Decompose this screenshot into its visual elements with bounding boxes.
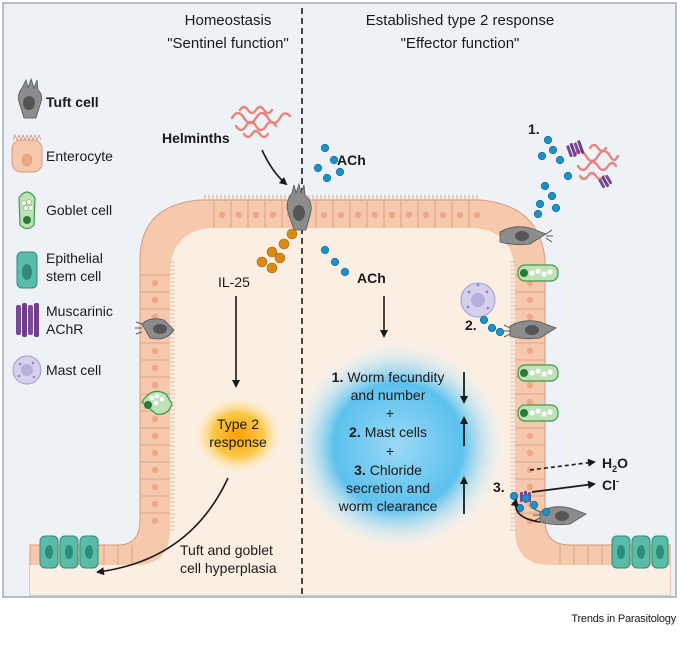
legend-mast-label: Mast cell <box>46 362 101 378</box>
helminth-arrow <box>261 149 288 186</box>
il25-molecules <box>256 228 298 274</box>
epithelial-stem-cell-icon <box>16 251 38 289</box>
goblet-cell-icon <box>18 191 36 230</box>
plus-2: + <box>386 443 394 459</box>
h2o-o: O <box>617 455 628 471</box>
step-1-label: 1. <box>528 121 540 137</box>
step-3-curve-arrow <box>510 498 541 523</box>
type2-response-bubble <box>192 395 284 475</box>
effect-2-num: 2. <box>349 424 361 440</box>
legend-goblet-label: Goblet cell <box>46 202 112 218</box>
effect-3-line-2: secretion and <box>346 480 430 496</box>
mast-cell-icon <box>12 355 42 385</box>
effect-1-line-2: and number <box>351 387 426 403</box>
right-subtitle: "Effector function" <box>401 35 520 52</box>
goblet-cell <box>517 364 559 382</box>
chloride-label: Cl- <box>602 476 619 493</box>
goblet-cells <box>141 264 559 422</box>
right-title: Established type 2 response <box>366 12 554 29</box>
effect-2-text: Mast cells <box>365 424 427 440</box>
goblet-cell <box>141 390 173 415</box>
tuft-cell-left <box>135 318 175 340</box>
source-label: Trends in Parasitology <box>571 613 676 625</box>
h2o-sub: 2 <box>612 464 617 474</box>
goblet-cell <box>517 264 559 282</box>
stem-cells-left <box>39 535 99 569</box>
tuft-cell-right-mid <box>503 320 557 340</box>
left-title: Homeostasis <box>185 12 272 29</box>
h2o-label: H2O <box>602 455 628 474</box>
type2-label-1: Type 2 <box>217 416 259 432</box>
effect-1-num: 1. <box>332 369 344 385</box>
cl-symbol: Cl <box>602 477 616 493</box>
goblet-cell <box>517 404 559 422</box>
legend-enterocyte-label: Enterocyte <box>46 148 113 164</box>
chloride-arrow <box>531 480 596 493</box>
stem-cells-right <box>611 535 669 569</box>
ach-top-label: ACh <box>337 152 366 168</box>
helminths-label: Helminths <box>162 130 230 146</box>
effect-3-line-3: worm clearance <box>338 498 438 514</box>
helminths-left <box>230 105 292 139</box>
effector-bubble <box>290 341 506 551</box>
legend-tuft-label: Tuft cell <box>46 94 99 110</box>
legend: Tuft cell Enterocyte Goblet cell Epithel… <box>11 77 113 385</box>
h2o-arrow <box>529 458 596 471</box>
legend-stem-label-1: Epithelial <box>46 250 103 266</box>
cl-sup: - <box>616 476 619 486</box>
mast-cell <box>460 282 496 318</box>
hyperplasia-label-1: Tuft and goblet <box>180 542 273 558</box>
muscarinic-achr-icon <box>598 174 613 189</box>
effect-2-line-1: 2.Mast cells <box>349 424 427 440</box>
hyperplasia-label-2: cell hyperplasia <box>180 560 277 576</box>
muscarinic-achr-icon <box>566 140 585 157</box>
il25-label: IL-25 <box>218 274 250 290</box>
enterocyte-icon <box>11 133 43 173</box>
effect-1-line-1: 1.Worm fecundity <box>332 369 445 385</box>
legend-achr-label-2: AChR <box>46 321 83 337</box>
hyperplasia-arrow <box>96 477 229 576</box>
step-3-label: 3. <box>493 479 505 495</box>
legend-achr-label-1: Muscarinic <box>46 303 113 319</box>
step-2-label: 2. <box>465 317 477 333</box>
brush-border <box>170 195 515 531</box>
h2o-h: H <box>602 455 612 471</box>
effect-3-num: 3. <box>354 462 366 478</box>
tuft-cells <box>135 182 587 526</box>
ach-mid-label: ACh <box>357 270 386 286</box>
effect-3-line-1: 3.Chloride <box>354 462 422 478</box>
effect-1-text: Worm fecundity <box>347 369 444 385</box>
type2-label-2: response <box>209 434 267 450</box>
tuft-cell-icon <box>18 77 42 119</box>
effect-list: 1.Worm fecundity and number + 2.Mast cel… <box>332 369 468 514</box>
plus-1: + <box>386 405 394 421</box>
effect-3-text: Chloride <box>370 462 422 478</box>
tuft-cell-right-low <box>533 506 587 526</box>
tuft-cell-right-top <box>499 226 553 246</box>
muscarinic-achr-icon <box>16 303 39 337</box>
legend-stem-label-2: stem cell <box>46 268 101 284</box>
tuft-cell-top <box>286 182 312 231</box>
left-subtitle: "Sentinel function" <box>167 35 289 52</box>
